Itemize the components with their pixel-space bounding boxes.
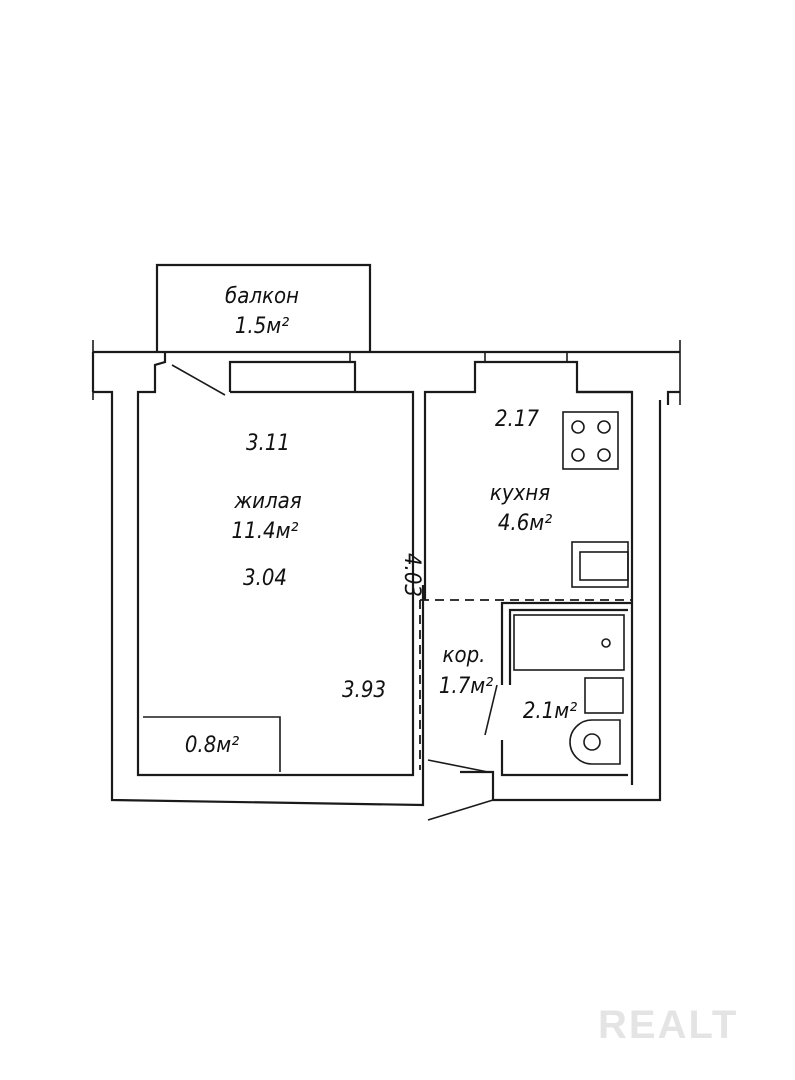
watermark-logo: REALT — [598, 1003, 738, 1047]
room-boundaries — [419, 599, 632, 770]
kitchen-dim-top: 2.17 — [495, 407, 539, 432]
toilet — [569, 719, 621, 765]
stove — [562, 411, 619, 470]
balcony-area: 1.5м² — [235, 314, 289, 339]
balcony — [155, 263, 372, 352]
bathtub — [513, 614, 625, 671]
balcony-name: балкон — [225, 284, 299, 309]
living-dim-side: 4.03 — [399, 553, 424, 597]
closet — [143, 716, 281, 772]
kitchen-name: кухня — [490, 481, 550, 506]
kitchen-area: 4.6м² — [498, 511, 552, 536]
living-dim-top: 3.11 — [246, 431, 290, 456]
living-dim-mid: 3.04 — [243, 566, 287, 591]
living-dim-bottom: 3.93 — [342, 678, 386, 703]
exterior-walls — [91, 340, 681, 807]
closet-area: 0.8м² — [185, 733, 239, 758]
sink — [584, 677, 624, 714]
kitchen-sink — [571, 541, 629, 588]
living-name: жилая — [233, 489, 301, 514]
bathroom-walls — [427, 601, 632, 821]
corridor-name: кор. — [443, 643, 486, 668]
living-area: 11.4м² — [232, 519, 299, 544]
corridor-area: 1.7м² — [439, 674, 493, 699]
bathroom-area: 2.1м² — [523, 699, 577, 724]
